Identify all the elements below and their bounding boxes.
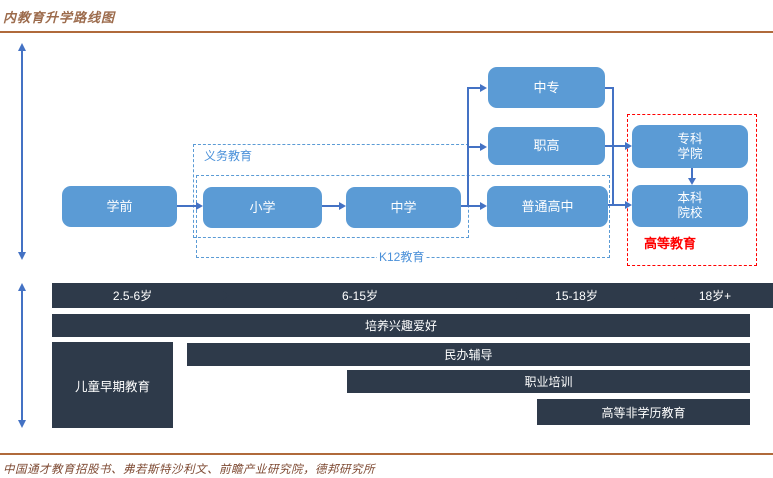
figure-title: 内教育升学路线图 [3,11,116,26]
track-interest-cultivation: 培养兴趣爱好 [52,314,750,337]
timeline-segment-2-5-6: 2.5-6岁 [52,283,229,308]
timeline-label: 2.5-6岁 [112,289,153,303]
higher-education-frame: 高等教育 [627,114,757,266]
node-junior-college: 专科 学院 [632,125,748,168]
node-primary-school: 小学 [203,187,322,228]
node-vocational-high: 职高 [488,127,605,165]
compulsory-education-frame: 义务教育 [193,144,469,238]
arrow-to-vocational-high [480,143,487,151]
track-label: 民办辅导 [444,348,493,362]
early-childhood-education-box: 儿童早期教育 [52,342,173,428]
node-university: 本科 院校 [632,185,748,227]
higher-education-label: 高等教育 [644,233,697,252]
k12-education-frame: K12教育 [196,175,610,265]
source-divider [0,453,773,455]
track-label: 职业培训 [524,375,573,389]
timeline-label: 15-18岁 [555,289,598,303]
node-middle-school: 中学 [346,187,461,228]
arrow-to-regular-high [480,202,487,210]
track-private-tutoring: 民办辅导 [187,343,750,366]
compulsory-education-label: 义务教育 [202,147,255,164]
k12-education-label: K12教育 [377,248,427,265]
title-divider [0,31,773,33]
track-higher-nondegree-education: 高等非学历教育 [537,399,750,425]
arrow-to-secondary-vocational [480,84,487,92]
track-label: 培养兴趣爱好 [364,319,437,333]
track-vocational-training: 职业培训 [347,370,750,393]
source-text: 中国通才教育招股书、弗若斯特沙利文、前瞻产业研究院，德邦研究所 [3,462,375,476]
node-preschool: 学前 [62,186,177,227]
timeline-label: 6-15岁 [341,289,379,303]
node-regular-high-school: 普通高中 [487,186,608,227]
track-label: 高等非学历教育 [601,405,686,420]
node-secondary-vocational: 中专 [488,67,605,108]
timeline-segment-6-15: 6-15岁 [200,283,520,308]
timeline-label: 18岁+ [698,289,732,303]
